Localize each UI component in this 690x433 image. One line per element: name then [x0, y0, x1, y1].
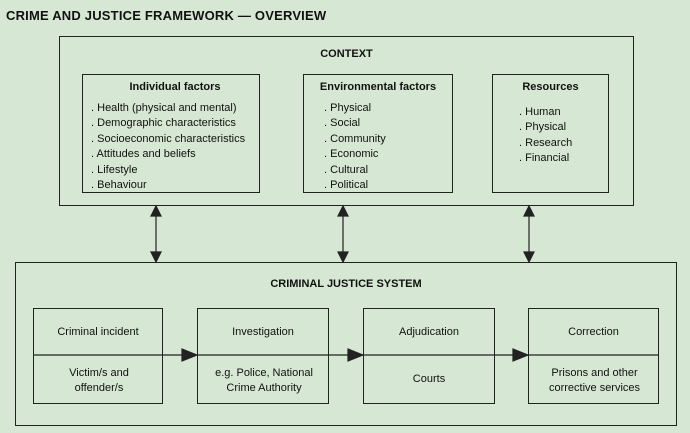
arrow-up-icon: [150, 204, 162, 217]
individual-factors-box: Individual factors Health (physical and …: [82, 74, 260, 193]
environmental-factors-box: Environmental factors Physical Social Co…: [303, 74, 453, 193]
stage-detail: Victim/s and offender/s: [69, 367, 129, 394]
list-item: Lifestyle: [91, 163, 259, 178]
list-item: Physical: [519, 120, 608, 135]
list-item: Cultural: [324, 163, 452, 178]
individual-factors-list: Health (physical and mental) Demographic…: [91, 101, 259, 193]
list-item: Attitudes and beliefs: [91, 147, 259, 162]
stage-investigation: Investigation e.g. Police, National Crim…: [197, 308, 329, 404]
cjs-heading: CRIMINAL JUSTICE SYSTEM: [270, 278, 422, 290]
list-item: Physical: [324, 101, 452, 116]
list-item: Community: [324, 132, 452, 147]
stage-criminal-incident: Criminal incident Victim/s and offender/…: [33, 308, 163, 404]
diagram-title: CRIME AND JUSTICE FRAMEWORK — OVERVIEW: [6, 8, 327, 23]
stage-title: Criminal incident: [57, 326, 139, 338]
list-item: Demographic characteristics: [91, 116, 259, 131]
list-item: Economic: [324, 147, 452, 162]
arrow-right-icon: [181, 348, 199, 362]
arrow-up-icon: [337, 204, 349, 217]
stage-correction: Correction Prisons and other corrective …: [528, 308, 659, 404]
list-item: Research: [519, 136, 608, 151]
stage-detail: Prisons and other corrective services: [548, 367, 641, 394]
resources-list: Human Physical Research Financial: [519, 105, 608, 167]
resources-box: Resources Human Physical Research Financ…: [492, 74, 609, 193]
list-item: Social: [324, 116, 452, 131]
list-item: Human: [519, 105, 608, 120]
stage-detail: Courts: [412, 373, 446, 385]
stage-title: Correction: [568, 326, 619, 338]
stage-title: Adjudication: [399, 326, 459, 338]
context-heading: CONTEXT: [320, 48, 373, 60]
arrow-down-icon: [337, 251, 349, 264]
list-item: Health (physical and mental): [91, 101, 259, 116]
context-panel: [59, 36, 634, 206]
stage-adjudication: Adjudication Courts: [363, 308, 495, 404]
arrow-down-icon: [523, 251, 535, 264]
list-item: Political: [324, 178, 452, 193]
arrow-down-icon: [150, 251, 162, 264]
environmental-factors-list: Physical Social Community Economic Cultu…: [324, 101, 452, 193]
cjs-panel: [15, 262, 677, 426]
environmental-factors-title: Environmental factors: [319, 81, 437, 93]
stage-title: Investigation: [232, 326, 294, 338]
individual-factors-title: Individual factors: [129, 81, 221, 93]
list-item: Socioeconomic characteristics: [91, 132, 259, 147]
arrow-right-icon: [347, 348, 365, 362]
stage-detail: e.g. Police, National Crime Authority: [215, 367, 313, 394]
resources-title: Resources: [522, 81, 579, 93]
list-item: Behaviour: [91, 178, 259, 193]
list-item: Financial: [519, 151, 608, 166]
arrow-up-icon: [523, 204, 535, 217]
arrow-right-icon: [512, 348, 530, 362]
